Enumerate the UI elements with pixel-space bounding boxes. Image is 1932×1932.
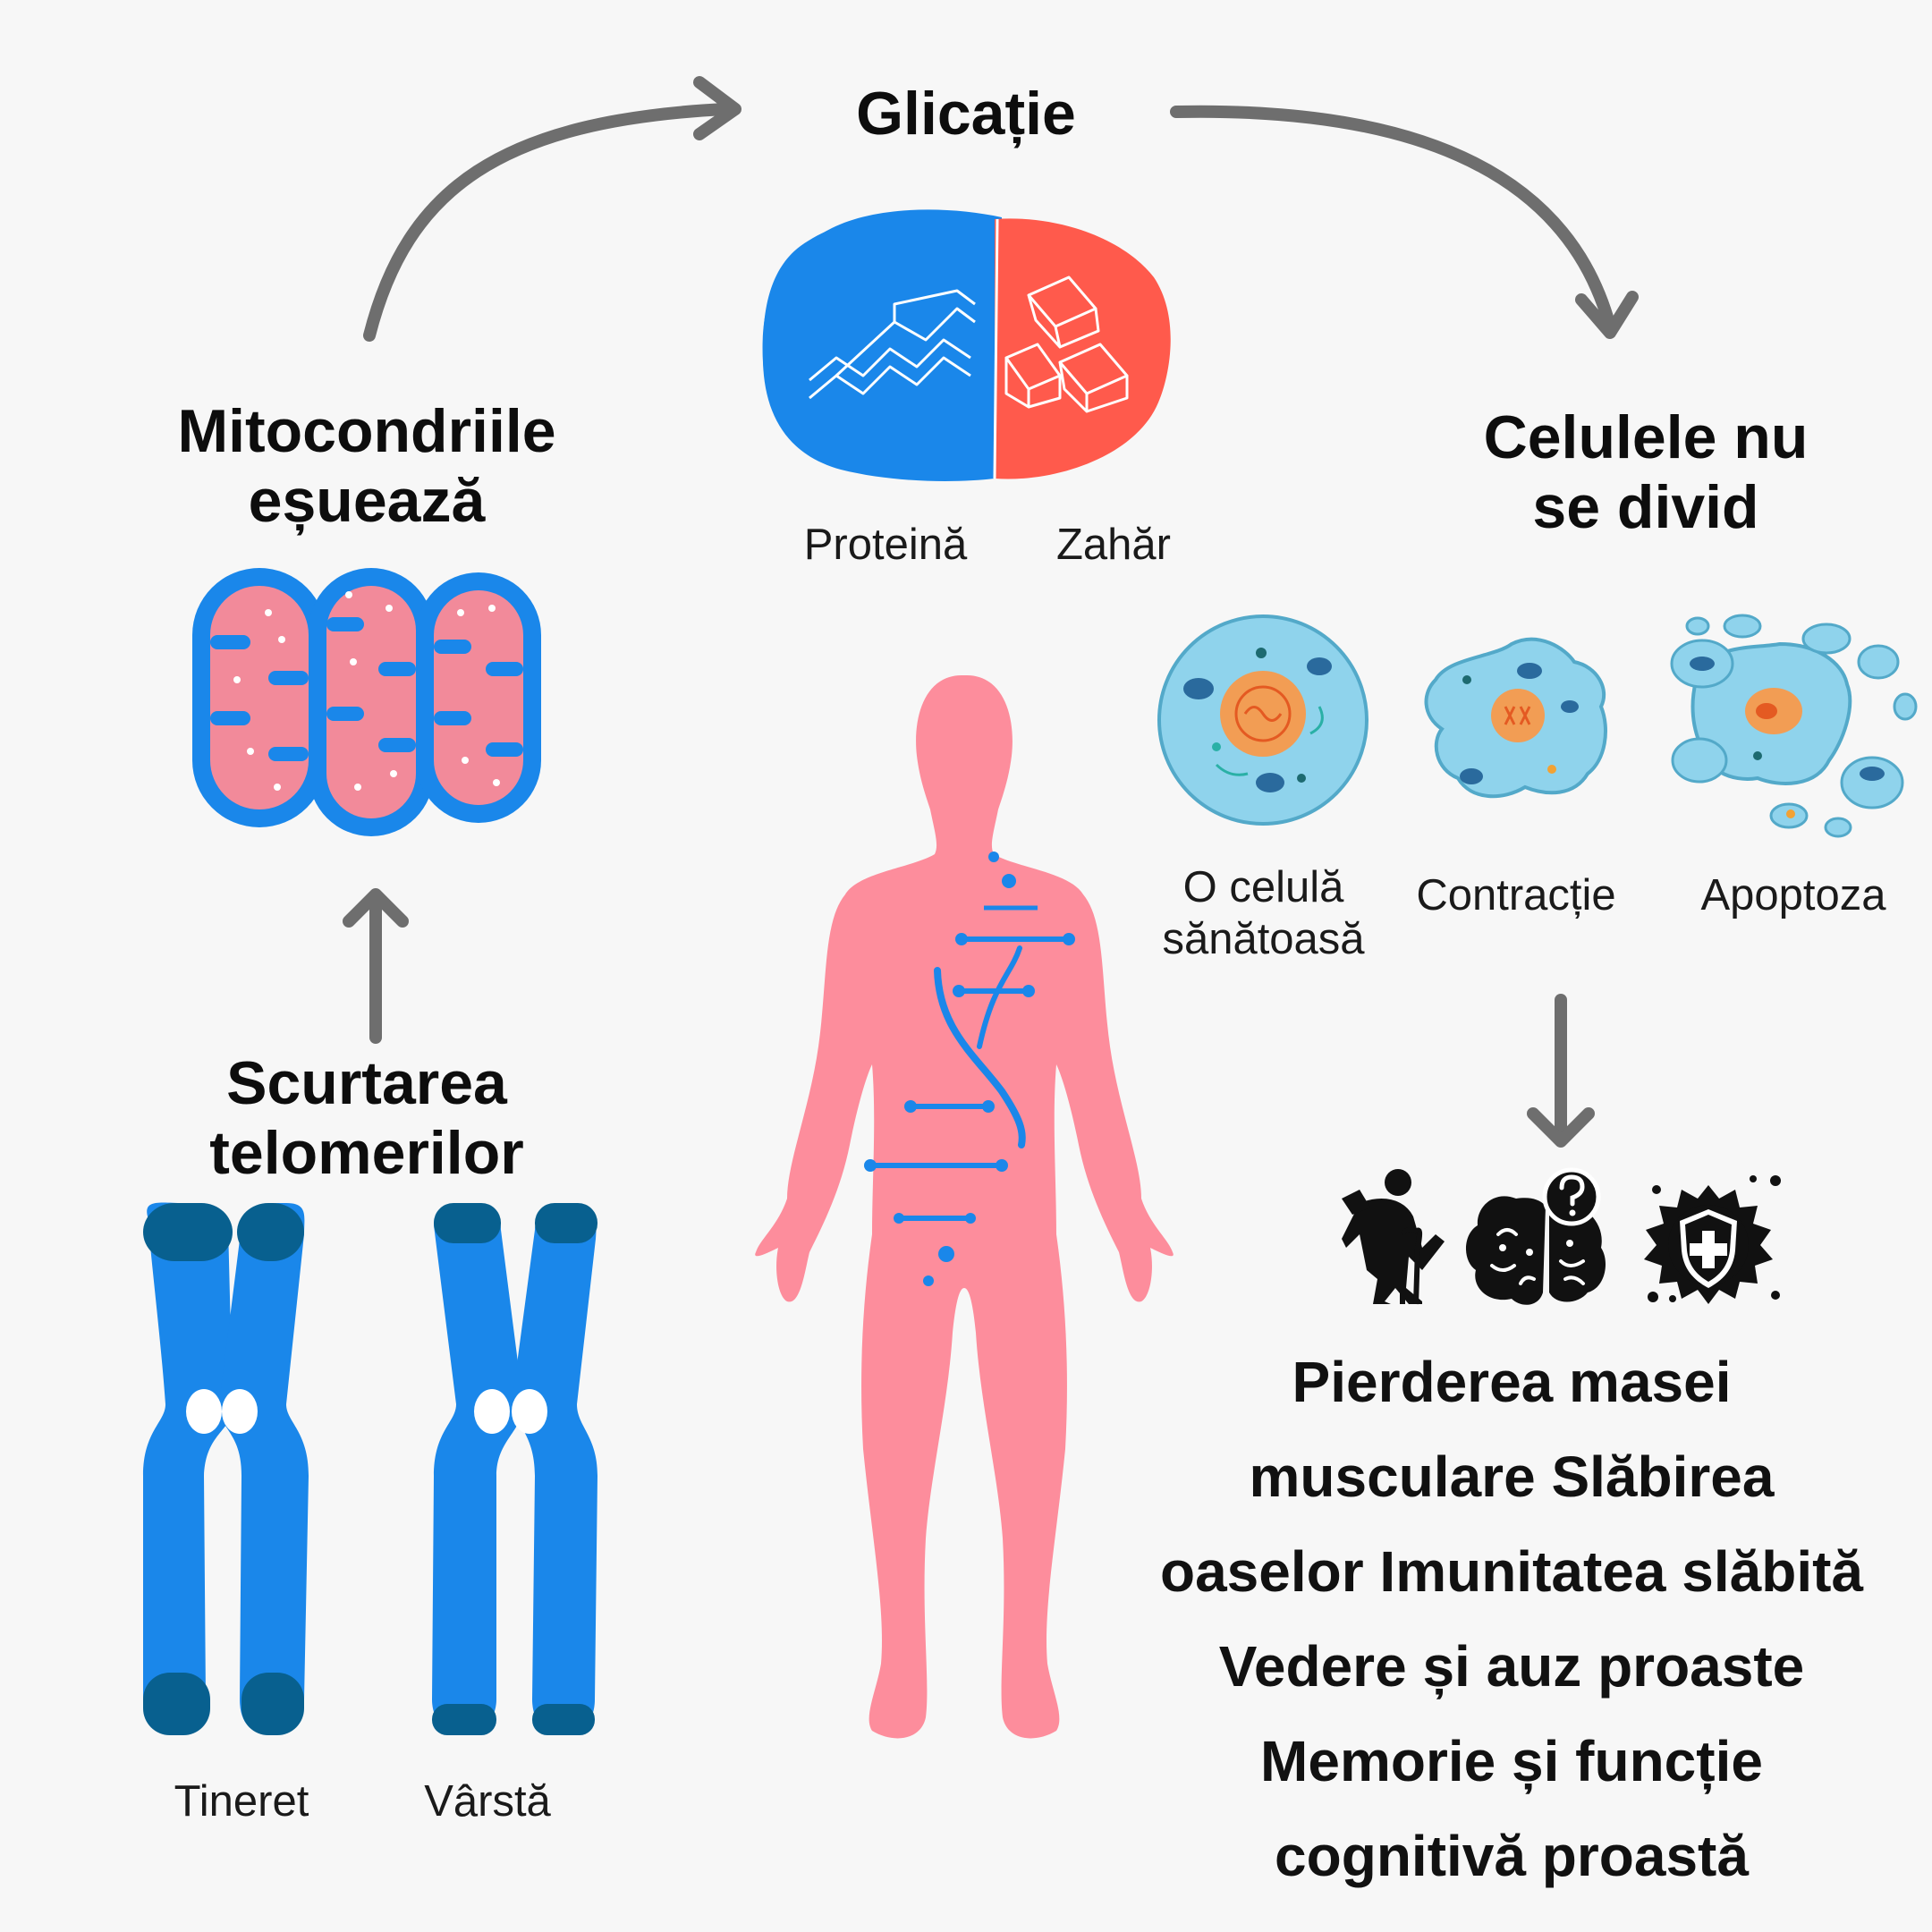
protein-label: Proteină: [803, 521, 968, 569]
aged-label: Vârstă: [424, 1777, 551, 1826]
healthy-cell-icon: [1157, 614, 1368, 826]
dna-strand-icon: [864, 852, 1075, 1286]
protein-half-body: [762, 211, 995, 481]
glycation-illustration: [762, 209, 1171, 481]
mitochondria-title: Mitocondriile eșuează: [98, 396, 635, 536]
aging-effects-text: Pierderea masei musculare Slăbirea oasel…: [1096, 1335, 1928, 1903]
cells-title: Celulele nu se divid: [1413, 402, 1878, 542]
effects-line-5: Memorie și funcție: [1260, 1729, 1763, 1793]
mitochondria-title-line1: Mitocondriile: [177, 397, 556, 465]
healthy-cell-label-line2: sănătoasă: [1162, 915, 1365, 963]
glycation-title: Glicație: [856, 80, 1076, 148]
elderly-person-icon: [1342, 1169, 1445, 1305]
brain-question-icon: [1465, 1167, 1606, 1305]
chromosome-aged-icon: [432, 1203, 597, 1735]
arrow-telomeres-to-mito: [343, 888, 409, 1044]
effects-line-3: oaselor Imunitatea slăbită: [1159, 1539, 1864, 1604]
effects-line-1: Pierderea masei: [1292, 1350, 1732, 1414]
mitochondria-title-line2: eșuează: [248, 467, 486, 535]
telomeres-title-line2: telomerilor: [209, 1119, 524, 1187]
telomeres-title-line1: Scurtarea: [226, 1049, 507, 1117]
telomeres-title: Scurtarea telomerilor: [98, 1048, 635, 1188]
effects-line-6: cognitivă proastă: [1275, 1824, 1749, 1888]
contraction-label: Contracție: [1416, 871, 1616, 919]
apoptosis-cell-icon: [1670, 614, 1918, 838]
sugar-cubes-icon: [1004, 275, 1129, 413]
contracting-cell-icon: [1424, 637, 1607, 799]
healthy-cell-label: O celulă sănătoasă: [1136, 861, 1391, 965]
healthy-cell-label-line1: O celulă: [1182, 863, 1344, 911]
arrow-mito-to-glycation: [363, 76, 741, 342]
arrow-glycation-to-cells: [1170, 105, 1639, 339]
young-label: Tineret: [174, 1777, 309, 1826]
mitochondria-illustration: [192, 568, 541, 836]
effects-line-4: Vedere și auz proaste: [1218, 1634, 1805, 1699]
sugar-label: Zahăr: [1055, 521, 1171, 569]
arrow-cells-to-effects: [1527, 994, 1595, 1148]
chromosome-young-icon: [143, 1202, 309, 1735]
immune-shield-icon: [1644, 1175, 1781, 1304]
effects-line-2: musculare Slăbirea: [1249, 1445, 1775, 1509]
human-body-illustration: [755, 675, 1174, 1739]
apoptosis-label: Apoptoza: [1700, 871, 1886, 919]
cells-title-line1: Celulele nu: [1483, 403, 1809, 471]
cells-title-line2: se divid: [1532, 473, 1759, 541]
protein-helix-icon: [809, 289, 976, 400]
sugar-half: [995, 218, 1171, 479]
